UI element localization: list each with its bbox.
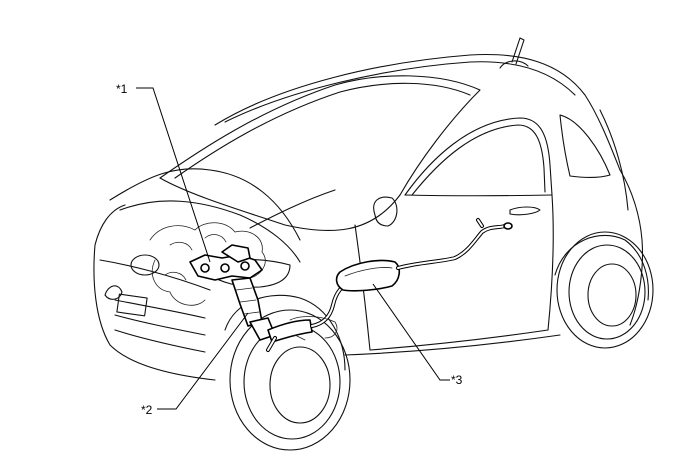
- exhaust-system: [189, 218, 513, 352]
- callout-3-label: *3: [451, 373, 463, 387]
- tail-pipe-muffler: [310, 218, 513, 328]
- leader-line-2: [157, 312, 249, 410]
- callout-2-label: *2: [141, 403, 153, 417]
- leader-lines: [136, 87, 450, 410]
- rear-wheel: [554, 231, 654, 349]
- front-pipe-converter: [231, 277, 313, 352]
- leader-line-3: [372, 283, 450, 381]
- engine-outline: [149, 222, 266, 306]
- exhaust-manifold: [189, 244, 263, 281]
- leader-line-1: [136, 87, 211, 263]
- callout-1-label: *1: [116, 82, 128, 96]
- car-body: [93, 37, 644, 381]
